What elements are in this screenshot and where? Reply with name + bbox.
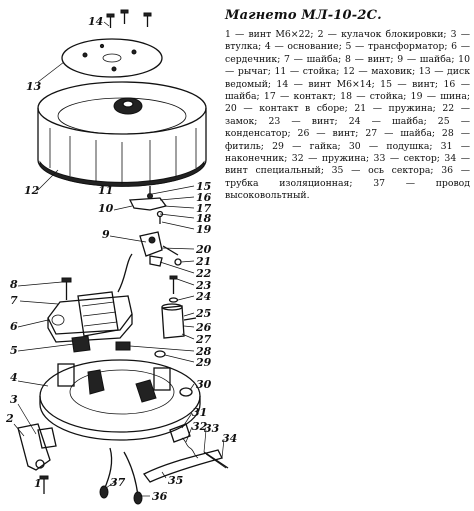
callout-32: 32 (192, 420, 208, 433)
callout-11: 11 (98, 184, 113, 197)
callout-1: 1 (34, 477, 42, 490)
callout-36: 36 (152, 490, 168, 503)
callout-21: 21 (195, 255, 211, 268)
callout-4: 4 (10, 371, 18, 384)
callout-31: 31 (192, 406, 207, 419)
callout-13: 13 (26, 80, 42, 93)
felt-wick (115, 341, 166, 358)
flywheel (37, 81, 207, 187)
callout-20: 20 (195, 243, 212, 256)
screw-23 (168, 275, 179, 303)
callout-6: 6 (10, 320, 18, 333)
callout-28: 28 (195, 345, 212, 358)
callout-29: 29 (195, 356, 212, 369)
callout-16: 16 (196, 191, 212, 204)
figure-title: Магнето МЛ-10-2С. (225, 8, 382, 23)
callout-12: 12 (24, 184, 40, 197)
callout-17: 17 (196, 202, 212, 215)
callout-15: 15 (196, 180, 211, 193)
callout-14: 14 (88, 15, 103, 28)
hv-wire (99, 447, 143, 505)
condenser (161, 303, 197, 339)
screws-top (106, 9, 152, 28)
callout-10: 10 (98, 202, 114, 215)
callout-8: 8 (10, 278, 18, 291)
screw-1 (39, 475, 49, 494)
callout-24: 24 (195, 290, 211, 303)
callout-18: 18 (196, 212, 212, 225)
callout-30: 30 (196, 378, 212, 391)
callout-3: 3 (10, 393, 18, 406)
driven-disc (61, 38, 163, 78)
callout-19: 19 (196, 223, 212, 236)
callout-23: 23 (195, 279, 212, 292)
callout-7: 7 (10, 294, 18, 307)
base-plate (39, 359, 201, 441)
callout-35: 35 (168, 474, 183, 487)
transformer (71, 253, 133, 353)
cam-bushing (17, 423, 57, 471)
callout-34: 34 (222, 432, 237, 445)
callout-22: 22 (195, 267, 212, 280)
callout-26: 26 (195, 321, 212, 334)
breaker-assembly (139, 231, 182, 267)
callout-9: 9 (102, 228, 110, 241)
callout-2: 2 (5, 412, 14, 425)
callout-numbers: 1 2 3 4 5 6 7 8 9 10 11 12 13 14 15 16 1… (5, 15, 237, 503)
parts-legend: Магнето МЛ-10-2С. 1 — винт М6×22; 2 — ку… (225, 8, 470, 203)
contact-group (128, 186, 168, 224)
callout-5: 5 (10, 344, 18, 357)
screw-8 (61, 277, 72, 300)
leader-lines (13, 21, 225, 497)
callout-27: 27 (195, 333, 212, 346)
callout-37: 37 (110, 476, 126, 489)
callout-25: 25 (195, 307, 211, 320)
callout-33: 33 (204, 422, 220, 435)
parts-list: 1 — винт М6×22; 2 — кулачок блокировки; … (225, 29, 470, 202)
